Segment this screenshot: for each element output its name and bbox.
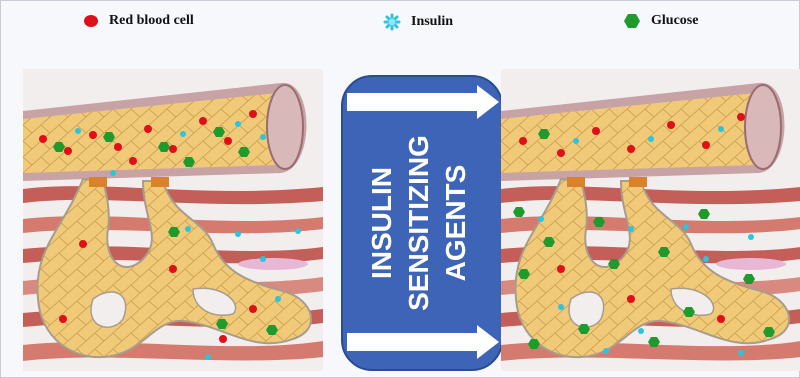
label-line-1: INSULIN — [366, 167, 397, 279]
legend-glucose: Glucose — [623, 13, 698, 29]
tissue-before-illustration — [23, 69, 323, 371]
label-line-3: AGENTS — [440, 165, 471, 282]
glucose-icon — [623, 13, 641, 29]
legend-rbc-label: Red blood cell — [109, 13, 194, 29]
legend-insulin: Insulin — [383, 13, 453, 31]
legend-glucose-label: Glucose — [651, 13, 698, 29]
legend-insulin-label: Insulin — [411, 14, 453, 30]
red-blood-cell-icon — [83, 14, 99, 28]
center-label: INSULIN SENSITIZING AGENTS — [341, 75, 503, 371]
legend-rbc: Red blood cell — [83, 13, 194, 29]
label-line-2: SENSITIZING — [403, 135, 434, 311]
insulin-icon — [383, 13, 401, 31]
tissue-after-illustration — [501, 69, 800, 371]
